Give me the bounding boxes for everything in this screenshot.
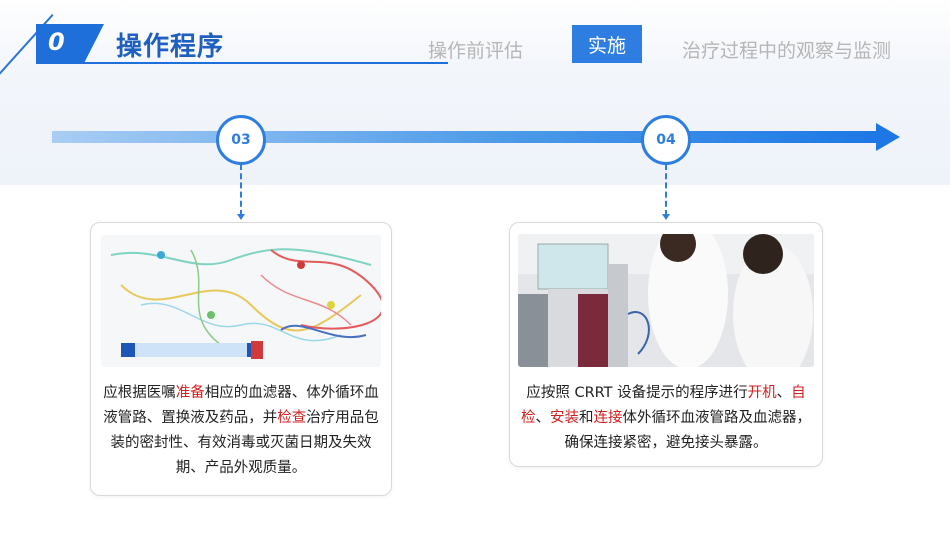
step-card-03: 应根据医嘱准备相应的血滤器、体外循环血液管路、置换液及药品，并检查治疗用品包装的… (90, 222, 392, 496)
nav-item-monitoring[interactable]: 治疗过程中的观察与监测 (682, 40, 892, 62)
highlight-connect: 连接 (593, 410, 623, 426)
timeline-bar (52, 131, 878, 143)
text-segment: 和 (579, 410, 594, 426)
tubing-set-photo (101, 235, 381, 367)
text-segment: 应按照 CRRT 设备提示的程序进行 (526, 385, 748, 401)
text-segment: 、 (535, 410, 551, 426)
text-segment: 体外循环血液管路及血滤器，确保连接紧密，避免接头暴露。 (564, 410, 812, 451)
highlight-prepare: 准备 (175, 385, 205, 401)
step-03-description: 应根据医嘱准备相应的血滤器、体外循环血液管路、置换液及药品，并检查治疗用品包装的… (103, 381, 379, 481)
step-marker-04: 04 (641, 115, 691, 165)
step-marker-03: 03 (216, 115, 266, 165)
connector-arrow-icon (662, 214, 670, 220)
step-04-description: 应按照 CRRT 设备提示的程序进行开机、自检、安装和连接体外循环血液管路及血滤… (520, 381, 812, 456)
highlight-check: 检查 (277, 410, 307, 426)
nav-item-implementation[interactable]: 实施 (572, 25, 642, 63)
highlight-power-on: 开机 (747, 385, 777, 401)
connector-line (240, 164, 242, 216)
section-number: 0 (48, 28, 65, 56)
connector-line (665, 164, 667, 216)
highlight-self-check: 自检 (521, 385, 806, 426)
text-segment: 应根据医嘱 (103, 385, 176, 401)
page-title: 操作程序 (116, 32, 225, 62)
text-segment: 相应的血滤器、体外循环血液管路、置换液及药品，并 (103, 385, 379, 426)
highlight-install: 安装 (550, 410, 579, 426)
nurses-at-machine-photo (518, 234, 814, 367)
text-segment: 治疗用品包装的密封性、有效消毒或灭菌日期及失效期、产品外观质量。 (110, 410, 379, 476)
timeline-arrow-icon (876, 123, 900, 151)
nav-item-pre-assessment[interactable]: 操作前评估 (428, 40, 524, 62)
step-card-04: 应按照 CRRT 设备提示的程序进行开机、自检、安装和连接体外循环血液管路及血滤… (509, 222, 823, 467)
title-underline (80, 62, 448, 64)
connector-arrow-icon (237, 214, 245, 220)
text-segment: 、 (776, 385, 792, 401)
header-background (0, 0, 950, 185)
